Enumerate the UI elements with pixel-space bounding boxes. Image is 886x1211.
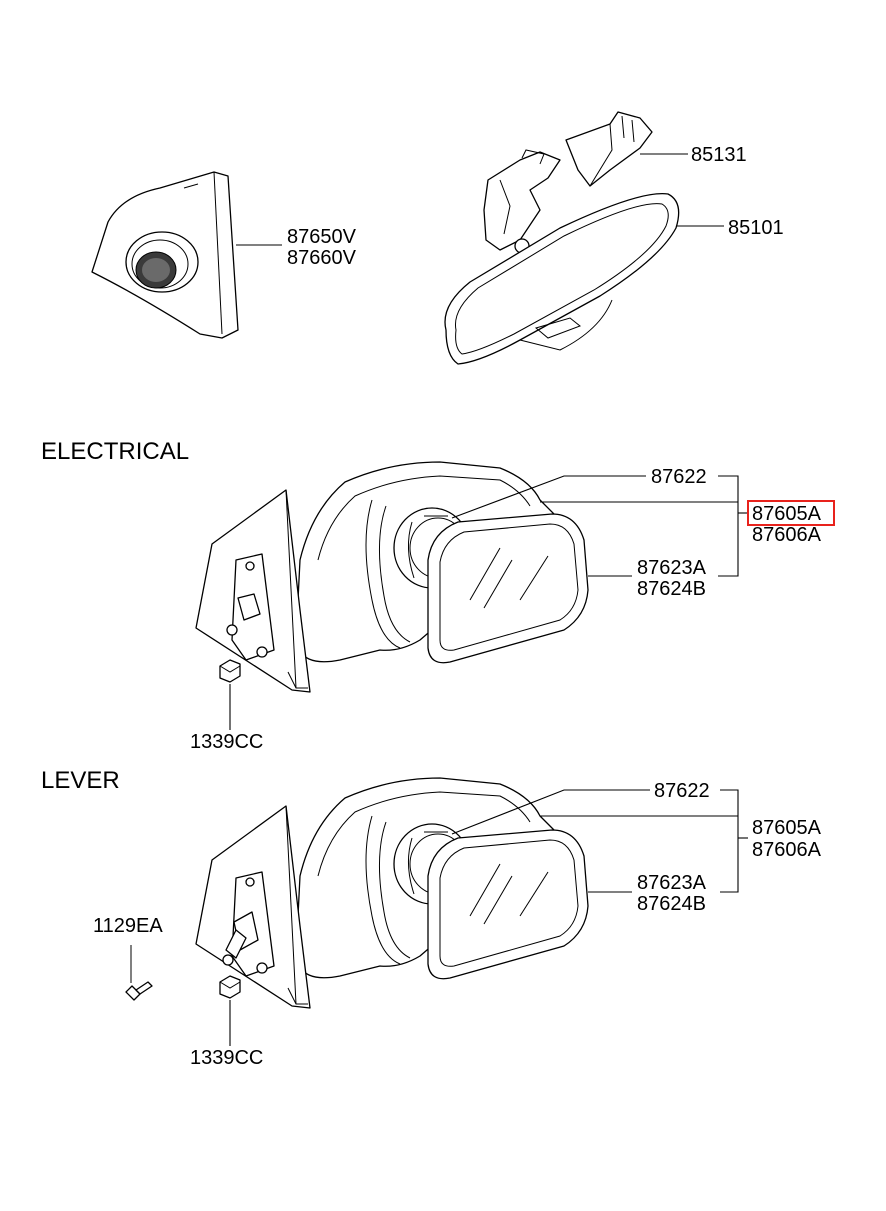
part-number-87605A-lever: 87605A	[752, 817, 822, 839]
lever-screw-1129EA	[125, 945, 153, 1001]
lever-base-plate	[195, 805, 311, 1009]
part-number-87624B-lever: 87624B	[637, 893, 706, 915]
electrical-base-plate	[195, 489, 311, 693]
part-number-1339CC-lever: 1339CC	[190, 1047, 263, 1069]
highlight-box	[747, 500, 835, 526]
tweeter-cover-part	[91, 171, 239, 339]
part-number-87623A-lever: 87623A	[637, 872, 707, 894]
section-title-lever: LEVER	[41, 767, 120, 794]
part-number-85131: 85131	[691, 144, 747, 166]
lever-nut-1339CC	[219, 975, 241, 999]
section-title-electrical: ELECTRICAL	[41, 438, 189, 465]
part-number-87650V: 87650V	[287, 226, 357, 248]
part-number-1129EA: 1129EA	[93, 915, 163, 937]
part-number-87622-electrical: 87622	[651, 466, 707, 488]
electrical-nut-1339CC	[219, 659, 241, 683]
electrical-mirror-glass	[427, 513, 589, 664]
part-number-87606A-lever: 87606A	[752, 839, 822, 861]
part-number-87660V: 87660V	[287, 247, 357, 269]
mirror-cover-part	[565, 111, 653, 187]
part-number-85101: 85101	[728, 217, 784, 239]
part-number-87623A-electrical: 87623A	[637, 557, 707, 579]
lever-mirror-glass	[427, 829, 589, 980]
part-number-1339CC-electrical: 1339CC	[190, 731, 263, 753]
part-number-87606A-electrical: 87606A	[752, 524, 822, 546]
part-number-87605A-electrical: 87605A	[752, 503, 822, 525]
inside-mirror-part	[444, 149, 680, 365]
part-number-87622-lever: 87622	[654, 780, 710, 802]
part-number-87624B-electrical: 87624B	[637, 578, 706, 600]
